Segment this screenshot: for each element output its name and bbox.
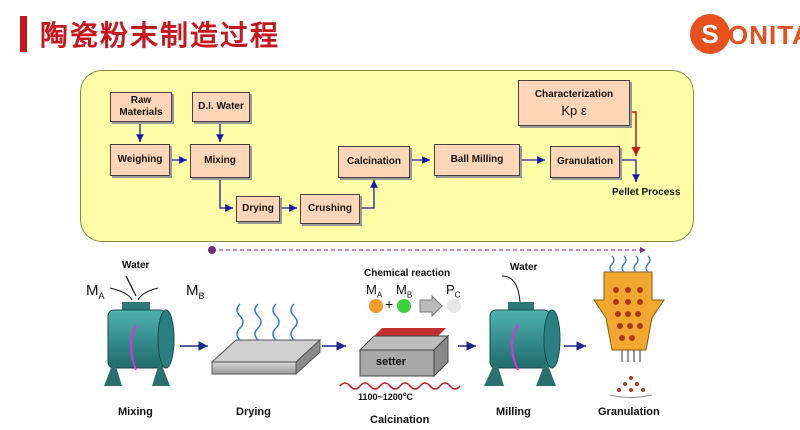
box-raw-materials: Raw Materials [110,92,172,122]
box-mixing: Mixing [190,144,250,178]
kp-epsilon-label: Kp ε [561,103,587,118]
stage-label-calcination: Calcination [370,414,430,426]
box-granulation: Granulation [550,146,620,178]
box-calcination: Calcination [338,146,410,178]
box-drying: Drying [236,196,280,222]
stage-label-mixing: Mixing [118,406,153,418]
stage-label-drying: Drying [236,406,271,418]
logo-mark: S [690,14,730,54]
mill-illustration [484,275,561,386]
box-di-water: D.I. Water [192,92,250,122]
sonitac-logo: S ONITAC [690,14,800,58]
title-accent-bar [20,16,27,52]
page-title: 陶瓷粉末制造过程 [40,19,281,52]
setter-label: setter [376,356,406,368]
chem-mb-label: MB [396,282,413,300]
logo-text: ONITAC [728,20,800,50]
ma-label: MA [86,282,105,301]
water-label-mixing: Water [122,260,150,271]
drying-plate-illustration [210,303,322,376]
mixer-illustration [104,275,175,386]
stage-label-milling: Milling [496,406,531,418]
chem-pc-label: PC [446,282,461,300]
characterization-label: Characterization [534,89,614,100]
chem-ma-label: MA [366,282,383,300]
pellet-process-label: Pellet Process [612,187,681,198]
mb-label: MB [186,282,205,301]
chemical-reaction-label: Chemical reaction [364,268,451,279]
water-label-milling: Water [510,262,538,273]
box-characterization: Characterization Kp ε [518,80,630,126]
box-crushing: Crushing [300,194,360,224]
granulation-tower-illustration [593,255,665,398]
box-weighing: Weighing [110,144,170,176]
calcination-illustration [339,294,461,390]
plus-sign: + [385,296,394,312]
box-ball-milling: Ball Milling [434,144,520,176]
stage-label-granulation: Granulation [598,406,660,418]
temperature-label: 1100~1200oC [358,392,413,402]
